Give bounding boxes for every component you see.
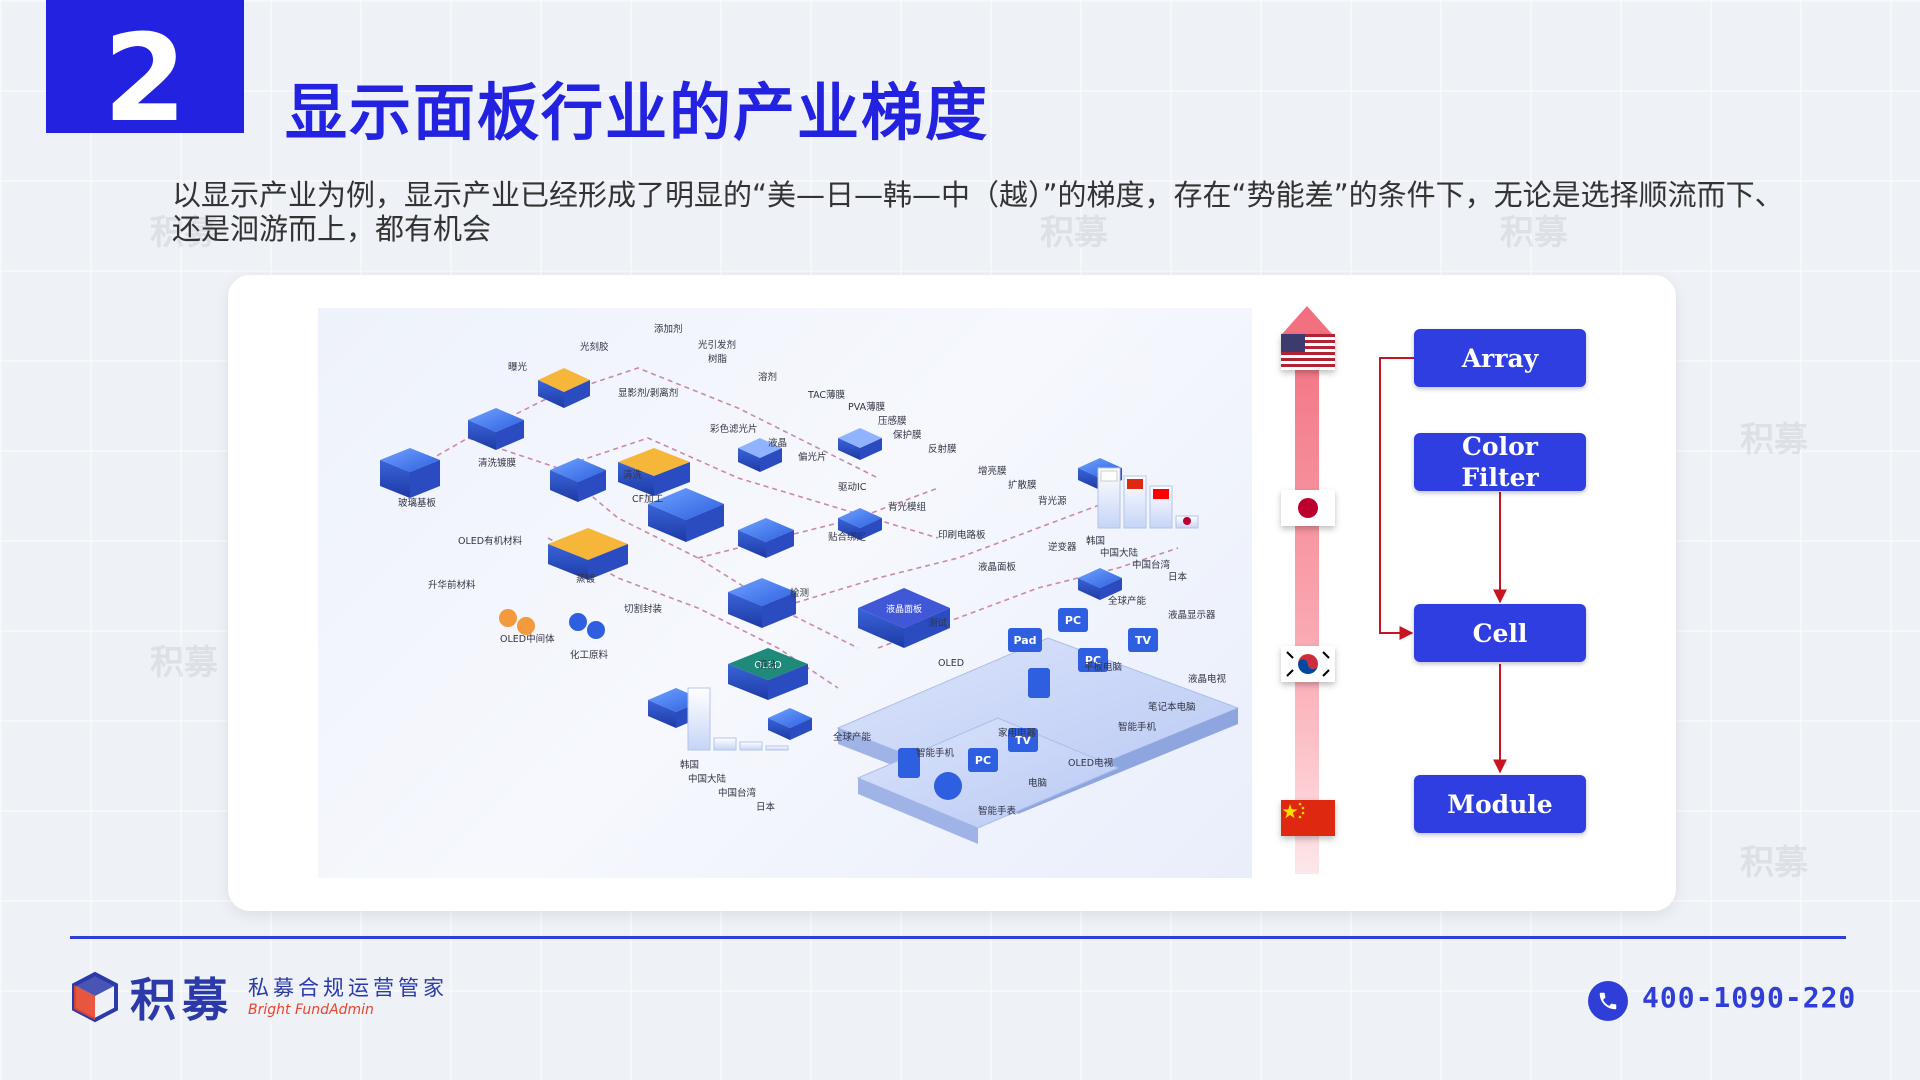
- country-capacity-bars: [1097, 467, 1199, 529]
- label-inspection: 检测: [790, 587, 809, 599]
- label-mainland-2: 中国大陆: [688, 773, 727, 785]
- label-photoresist: 光刻胶: [580, 341, 609, 353]
- brand-english-name: Bright FundAdmin: [248, 1002, 374, 1018]
- label-oled-tv: OLED电视: [1068, 757, 1114, 769]
- label-korea-2: 韩国: [680, 759, 699, 771]
- label-lcd-monitor: 液晶显示器: [1168, 609, 1216, 621]
- label-driver-ic: 驱动IC: [838, 482, 867, 493]
- label-oled-material: OLED有机材料: [458, 535, 523, 547]
- device-icons: TV PC PC Pad PC TV: [898, 608, 1158, 800]
- country-capacity-bars-2: [687, 687, 789, 751]
- label-cleaning-2: 清洗: [758, 659, 778, 671]
- process-step-cell: Cell: [1414, 604, 1586, 662]
- label-sublimation: 升华前材料: [428, 579, 476, 591]
- label-pcb: 印刷电路板: [938, 529, 986, 541]
- china-flag-icon: [1281, 800, 1335, 836]
- label-smart-watch: 智能手表: [978, 805, 1017, 817]
- label-polarizer: 偏光片: [798, 451, 827, 463]
- label-solvent: 溶剂: [758, 371, 777, 383]
- watermark: 积募: [1500, 213, 1568, 253]
- watermark: 积募: [1740, 420, 1808, 460]
- platforms: [836, 637, 1240, 844]
- label-exposure: 曝光: [508, 361, 528, 373]
- phone-number[interactable]: 400-1090-220: [1642, 981, 1857, 1014]
- label-protective-film: 保护膜: [893, 429, 922, 441]
- watermark: 积募: [1040, 213, 1108, 253]
- label-backlight: 背光源: [1038, 495, 1067, 507]
- label-korea: 韩国: [1086, 535, 1105, 547]
- label-laptop: 笔记本电脑: [1148, 701, 1196, 713]
- label-home-appliance: 家用电器: [998, 727, 1037, 739]
- label-smartphone: 智能手机: [1118, 721, 1157, 733]
- brand-tagline: 私募合规运营管家: [248, 976, 448, 1000]
- label-backlight-module: 背光模组: [888, 501, 927, 513]
- lcd-panel-tag: 液晶面板: [886, 603, 922, 615]
- label-cutting-sealing: 切割封装: [624, 603, 663, 615]
- watermark: 积募: [150, 213, 218, 253]
- phone-icon: [1588, 981, 1628, 1021]
- label-diffusion-film: 扩散膜: [1008, 479, 1037, 491]
- label-taiwan: 中国台湾: [1132, 559, 1171, 571]
- label-cleaning: 清洗: [623, 469, 643, 481]
- process-step-array: Array: [1414, 329, 1586, 387]
- label-pressure-film: 压感膜: [878, 415, 907, 427]
- section-number-badge: 2: [46, 0, 244, 133]
- label-computer: 电脑: [1028, 777, 1047, 789]
- label-japan-2: 日本: [756, 801, 776, 813]
- label-liquid-crystal: 液晶: [768, 437, 787, 449]
- label-photoinitiator: 光引发剂: [698, 339, 736, 351]
- tv-tag: TV: [1135, 634, 1152, 647]
- pad-tag: Pad: [1013, 634, 1036, 647]
- label-oled-intermediate: OLED中间体: [500, 633, 555, 645]
- label-evaporation: 蒸镀: [576, 573, 596, 585]
- label-global-capacity: 全球产能: [1108, 595, 1147, 607]
- label-global-capacity-2: 全球产能: [833, 731, 872, 743]
- industry-chain-illustration: 液晶面板 OLED: [318, 308, 1252, 878]
- gradient-arrow: [1282, 306, 1332, 874]
- japan-flag-icon: [1281, 490, 1335, 526]
- process-step-module: Module: [1414, 775, 1586, 833]
- label-resin: 树脂: [708, 353, 728, 365]
- watermark: 积募: [1740, 843, 1808, 883]
- label-oled: OLED: [938, 658, 964, 669]
- watermark: 积募: [150, 643, 218, 683]
- label-lcd-tv: 液晶电视: [1188, 673, 1227, 685]
- brand-logo-icon: [72, 971, 118, 1023]
- label-taiwan-2: 中国台湾: [718, 787, 757, 799]
- korea-flag-icon: [1281, 646, 1335, 682]
- label-color-filter: 彩色滤光片: [710, 423, 758, 435]
- brand-name: 积募: [130, 973, 234, 1027]
- label-bonding: 贴合绑定: [828, 531, 867, 543]
- label-japan: 日本: [1168, 571, 1188, 583]
- label-inverter: 逆变器: [1048, 541, 1077, 553]
- label-smartphone-2: 智能手机: [916, 747, 955, 759]
- label-mainland: 中国大陆: [1100, 547, 1139, 559]
- pc-tag-3: PC: [975, 754, 991, 767]
- label-chem-raw: 化工原料: [570, 649, 609, 661]
- page-title: 显示面板行业的产业梯度: [285, 76, 990, 149]
- tv-tag-2: TV: [1015, 734, 1032, 747]
- label-additive: 添加剂: [654, 323, 683, 335]
- label-tac-film: TAC薄膜: [807, 389, 846, 401]
- label-cf-processing: CF加工: [632, 494, 664, 505]
- pc-tag-2: PC: [1065, 614, 1081, 627]
- page-subtitle: 以显示产业为例，显示产业已经形成了明显的“美—日—韩—中（越）”的梯度，存在“势…: [172, 178, 1784, 246]
- label-brightness-film: 增亮膜: [978, 465, 1007, 477]
- label-tablet: 平板电脑: [1084, 661, 1122, 673]
- label-lcd-panel: 液晶面板: [978, 561, 1017, 573]
- process-step-color-filter: Color Filter: [1414, 432, 1586, 492]
- label-pva-film: PVA薄膜: [848, 401, 886, 413]
- illustration-labels: 玻璃基板 清洗镀膜 曝光 光刻胶 添加剂 光引发剂 树脂 溶剂 显影剂/剥离剂 …: [398, 323, 1227, 817]
- industry-chain-svg: 液晶面板 OLED: [380, 323, 1240, 844]
- label-developer: 显影剂/剥离剂: [618, 387, 678, 399]
- oled-chip-tag: OLED: [754, 660, 782, 671]
- us-flag-icon: [1281, 334, 1335, 370]
- footer-divider: [70, 936, 1846, 939]
- pc-tag: PC: [1085, 654, 1101, 667]
- process-flow-connectors: [1379, 357, 1507, 774]
- label-testing: 测试: [928, 617, 948, 629]
- label-cleaning-coating: 清洗镀膜: [478, 457, 517, 469]
- label-reflective-film: 反射膜: [928, 443, 957, 455]
- label-glass-substrate: 玻璃基板: [398, 497, 437, 509]
